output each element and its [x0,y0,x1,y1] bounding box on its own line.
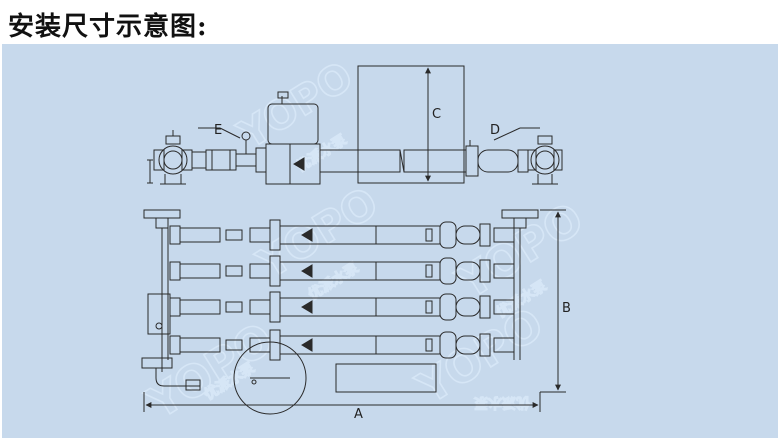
outlet-flange [530,145,560,175]
dimension-a-label: A [354,407,363,422]
pump-row-4 [169,329,515,361]
inlet-flange [158,145,188,175]
dimension-e-label: E [214,123,222,138]
control-cabinet-plan [335,363,437,393]
control-cabinet [357,65,465,184]
discharge-pipe-right [403,149,467,173]
leader-d [493,127,521,141]
inlet-flange-plate [153,149,165,171]
inlet-flange-bore [163,150,183,170]
discharge-pipe-left [319,149,401,173]
plan-view [141,209,566,415]
inlet-valve-top [165,135,181,145]
watermark-brand-cn-2: 优派水泵 [305,259,361,303]
leader-e [219,127,241,139]
dimension-d-label: D [490,123,500,138]
pump-row-2 [169,255,515,287]
outlet-valve-body [477,149,519,173]
watermark-brand-cn-5: 优派水泵 [474,394,530,411]
small-control-box [147,293,171,335]
side-elevation-view [147,65,563,185]
pump-row-3 [169,291,515,323]
flow-arrow-top [293,157,305,171]
pressure-tank-plan [233,341,307,415]
page-title: 安装尺寸示意图: [8,12,208,42]
dimension-c-label: C [432,107,441,122]
watermark-brand-2: YOPO [248,177,386,289]
tank-feed-pipe [155,368,200,387]
pump-row-1 [169,219,515,251]
title-bar: 安装尺寸示意图: [0,0,780,44]
inlet-header-cap [143,209,181,219]
drawing-panel [2,44,778,438]
dimension-b-label: B [562,301,571,316]
outlet-flange-bore [535,150,555,170]
inlet-valve-body [205,149,237,171]
